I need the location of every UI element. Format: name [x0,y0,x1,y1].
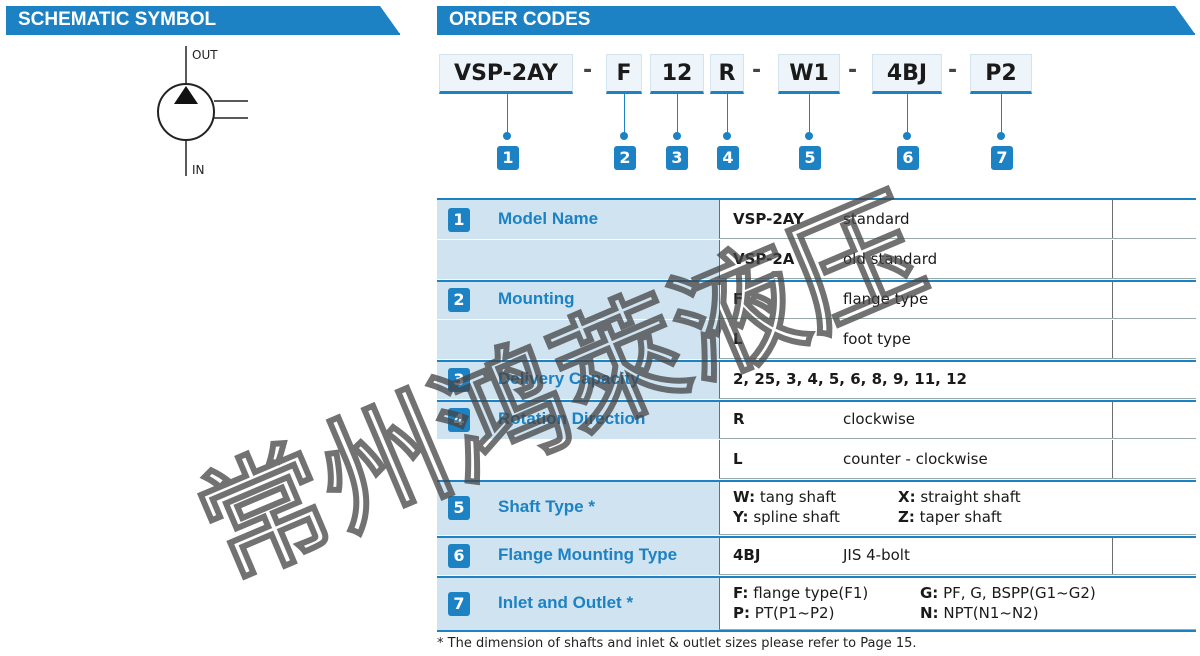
port-option-n: N: NPT(N1~N2) [920,604,1039,622]
code-part-capacity: 12 [650,54,704,94]
inlet-label: IN [192,163,205,177]
model-code-standard: VSP-2AY [733,210,804,228]
connector-line [809,94,810,138]
code-part-shaft: W1 [778,54,840,94]
connector-dot [903,132,911,140]
row-number-badge: 3 [448,368,470,392]
row-number-badge: 7 [448,592,470,616]
index-badge: 4 [717,146,739,170]
code-separator: - [752,58,762,83]
connector-line [727,94,728,138]
code-separator: - [848,58,858,83]
port-option-p: P: PT(P1~P2) [733,604,835,622]
connector-dot [723,132,731,140]
connector-line [907,94,908,138]
delivery-capacity-values: 2, 25, 3, 4, 5, 6, 8, 9, 11, 12 [733,370,967,388]
code-separator: - [948,58,958,83]
shaft-option-w: W: tang shaft [733,488,837,506]
mounting-label: Mounting [498,289,575,308]
code-part-ports: P2 [970,54,1032,94]
table-row [437,400,1196,440]
inlet-outlet-label: Inlet and Outlet * [498,593,634,612]
shaft-option-z: Z: taper shaft [898,508,1002,526]
table-row [437,320,1196,360]
connector-line [624,94,625,138]
code-part-flange: 4BJ [872,54,942,94]
row-number-badge: 1 [448,208,470,232]
rotation-code-right: R [733,410,745,428]
mounting-code-flange: F [733,290,744,308]
header-underline [6,33,400,35]
model-desc-old: old standard [843,250,938,268]
order-codes-header: ORDER CODES [437,6,1195,34]
connector-dot [805,132,813,140]
mounting-desc-flange: flange type [843,290,929,308]
connector-line [507,94,508,138]
header-underline [437,33,1195,35]
rotation-desc-clockwise: clockwise [843,410,916,428]
connector-dot [503,132,511,140]
connector-line [677,94,678,138]
row-number-badge: 6 [448,544,470,568]
connector-dot [620,132,628,140]
row-number-badge: 4 [448,408,470,432]
schematic-symbol-header: SCHEMATIC SYMBOL [6,6,400,34]
shaft-type-label: Shaft Type * [498,497,595,516]
pump-schematic-icon [157,46,248,176]
index-badge: 7 [991,146,1013,170]
port-option-f: F: flange type(F1) [733,584,869,602]
mounting-desc-foot: foot type [843,330,911,348]
model-code-old: VSP-2A [733,250,795,268]
port-option-g: G: PF, G, BSPP(G1~G2) [920,584,1096,602]
rotation-desc-counter: counter - clockwise [843,450,988,468]
code-part-mounting: F [606,54,642,94]
table-row [437,480,1196,536]
footnote: * The dimension of shafts and inlet & ou… [437,636,917,651]
table-row [437,280,1196,320]
index-badge: 5 [799,146,821,170]
flange-desc: JIS 4-bolt [843,546,910,564]
code-part-model: VSP-2AY [439,54,573,94]
table-row [437,198,1196,240]
index-badge: 3 [666,146,688,170]
row-number-badge: 5 [448,496,470,520]
table-row [437,360,1196,400]
table-row [437,576,1196,632]
row-number-badge: 2 [448,288,470,312]
table-row [437,440,1196,480]
index-badge: 1 [497,146,519,170]
code-separator: - [583,58,593,83]
outlet-label: OUT [192,48,218,62]
rotation-direction-label: Rotation Direction [498,409,646,428]
model-name-label: Model Name [498,209,599,228]
index-badge: 6 [897,146,919,170]
shaft-option-y: Y: spline shaft [733,508,840,526]
table-row [437,536,1196,576]
rotation-code-left: L [733,450,743,468]
flange-mounting-label: Flange Mounting Type [498,545,678,564]
code-part-rotation: R [710,54,744,94]
delivery-capacity-label: Delivery Capacity [498,369,640,388]
connector-dot [673,132,681,140]
shaft-option-x: X: straight shaft [898,488,1021,506]
mounting-code-foot: L [733,330,743,348]
connector-line [1001,94,1002,138]
index-badge: 2 [614,146,636,170]
flange-code: 4BJ [733,546,761,564]
connector-dot [997,132,1005,140]
table-row [437,240,1196,280]
model-desc-standard: standard [843,210,910,228]
